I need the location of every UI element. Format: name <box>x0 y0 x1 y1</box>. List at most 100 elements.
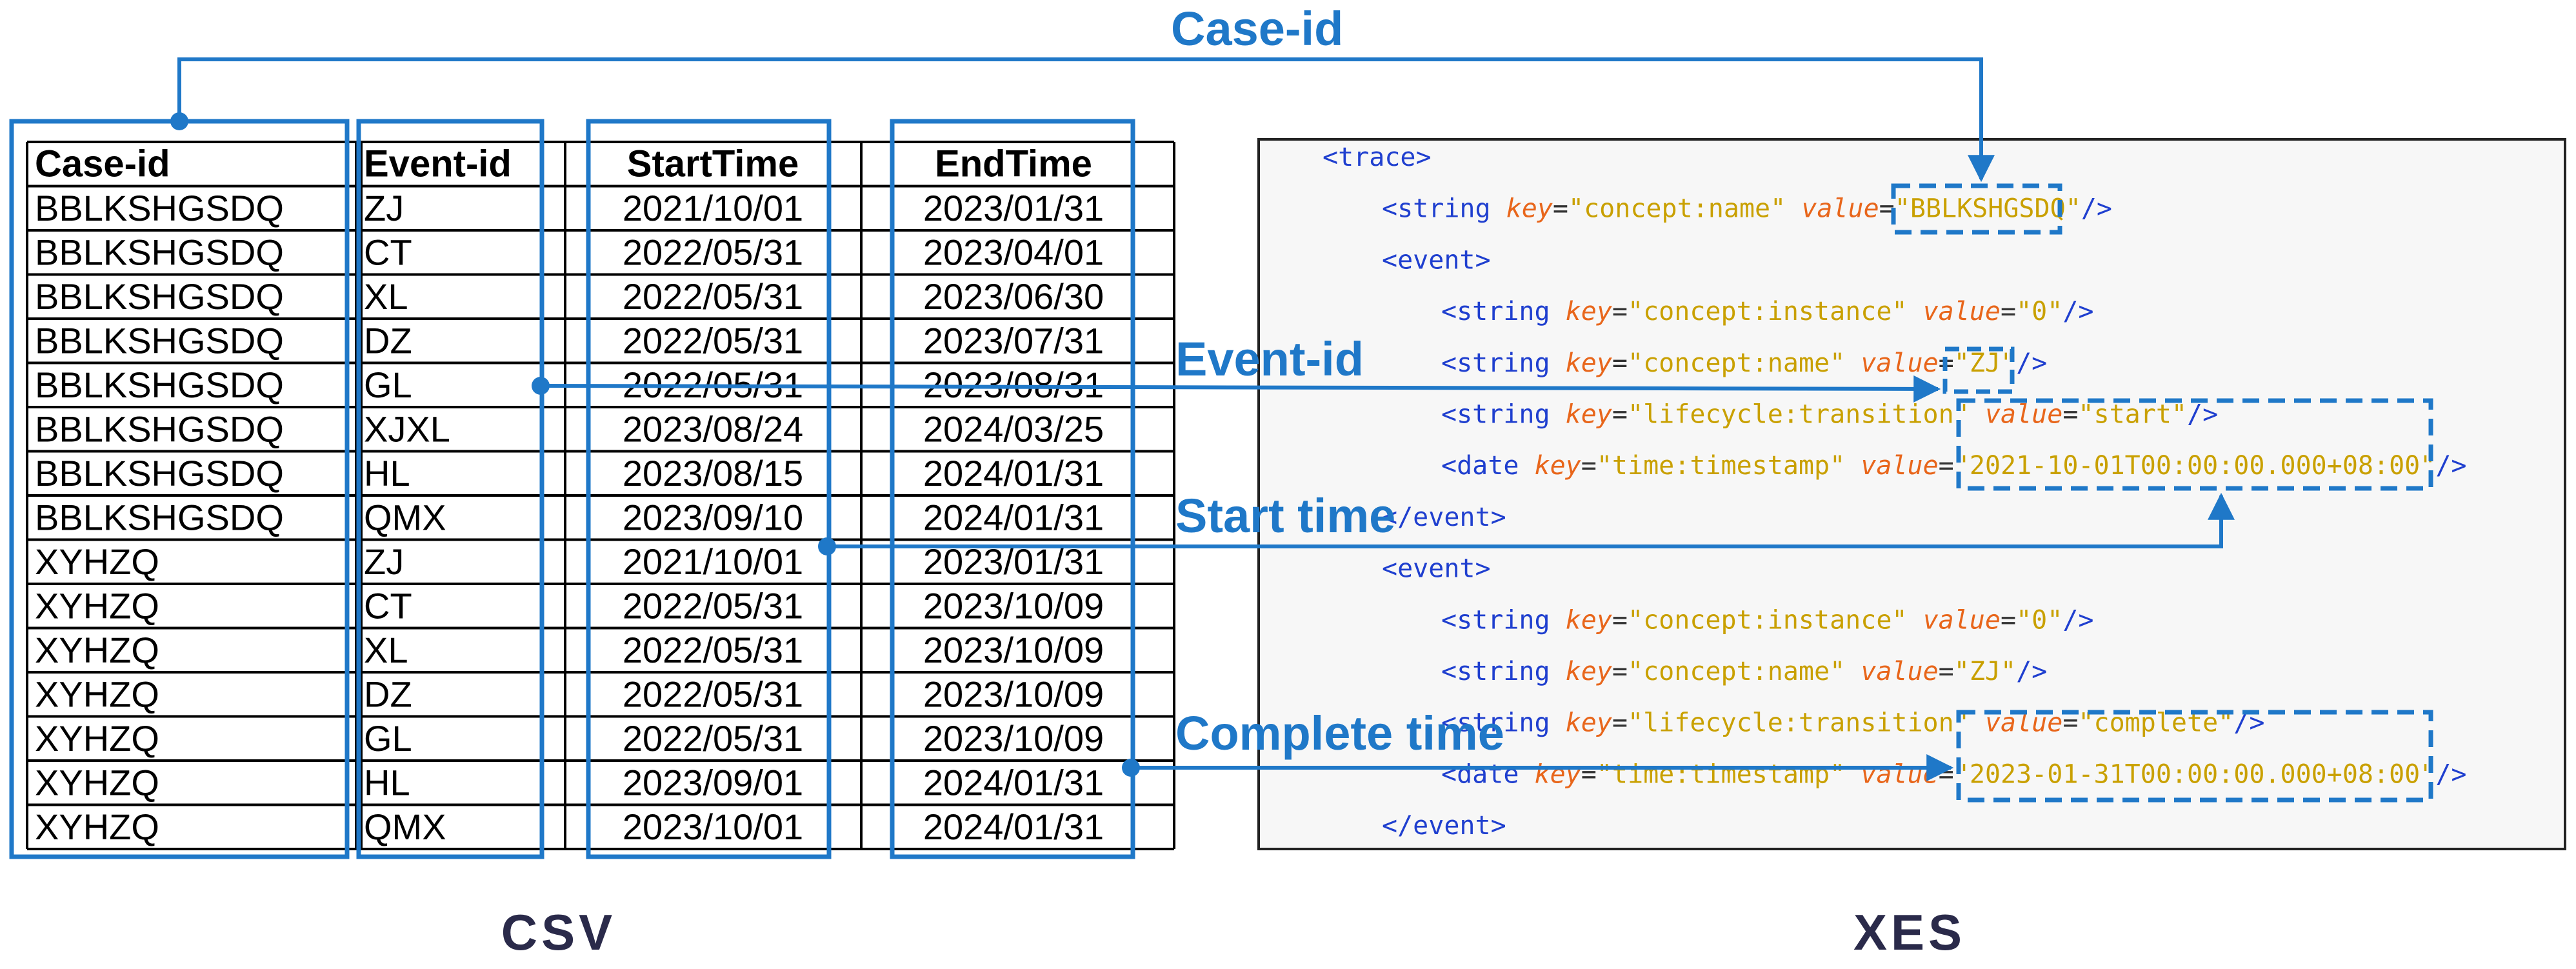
mapping-connectors <box>170 57 2235 781</box>
xes-token: key <box>1566 297 1612 326</box>
xes-token: "0" <box>2016 297 2062 326</box>
table-cell: HL <box>364 762 410 803</box>
xes-code-line: </event> <box>1382 503 1506 532</box>
table-cell: 2022/05/31 <box>623 630 803 670</box>
xes-token: <string <box>1441 348 1566 378</box>
table-cell: QMX <box>364 497 446 537</box>
xes-value-highlights <box>1891 183 2433 803</box>
endtime-column-highlight <box>890 119 1135 859</box>
xes-token: key <box>1566 348 1612 378</box>
xes-token: value <box>1801 194 1879 224</box>
table-cell: 2023/10/09 <box>923 718 1104 759</box>
table-header-cell: EndTime <box>935 143 1092 185</box>
xes-code-block: <trace><string key="concept:name" value=… <box>1323 143 2466 841</box>
xes-token: key <box>1566 657 1612 686</box>
xes-token: </event> <box>1382 811 1506 841</box>
xes-token: = <box>1612 605 1628 635</box>
xes-token: = <box>1612 400 1628 430</box>
start-timestamp-highlight <box>1956 398 2433 491</box>
xes-token: = <box>2001 297 2016 326</box>
xes-token: value <box>1985 400 2062 430</box>
table-cell: 2023/01/31 <box>923 188 1104 228</box>
xes-token: <string <box>1441 708 1566 738</box>
xes-token: /> <box>2435 451 2466 481</box>
table-cell: 2023/10/01 <box>623 806 803 847</box>
xes-token: "concept:name" <box>1568 194 1801 224</box>
xes-token: "ZJ" <box>1954 657 2016 686</box>
xes-token: = <box>2001 605 2016 635</box>
start-time-callout: Start time <box>1175 489 1395 543</box>
table-cell: 2023/04/01 <box>923 232 1104 272</box>
case-id-connector <box>177 57 1995 183</box>
xes-code-line: <string key="concept:instance" value="0"… <box>1441 297 2094 326</box>
xes-token: value <box>1861 657 1938 686</box>
table-cell: 2023/09/01 <box>623 762 803 803</box>
event-id-connector <box>540 375 1941 403</box>
xes-token: = <box>1553 194 1568 224</box>
xes-token: key <box>1535 759 1581 789</box>
table-cell: XYHZQ <box>35 541 159 582</box>
xes-code-line: <string key="lifecycle:transition" value… <box>1441 400 2218 430</box>
xes-token: <string <box>1441 605 1566 635</box>
xes-code-line: <event> <box>1382 554 1491 584</box>
table-cell: BBLKSHGSDQ <box>35 408 284 449</box>
table-cell: ZJ <box>364 541 404 582</box>
xes-token: <trace> <box>1323 143 1432 172</box>
xes-token: <event> <box>1382 245 1491 275</box>
table-cell: CT <box>364 232 412 272</box>
xes-token: value <box>1923 605 2001 635</box>
complete-time-connector-dot <box>1122 759 1140 777</box>
table-cell: XYHZQ <box>35 718 159 759</box>
table-cell: GL <box>364 365 412 405</box>
event-id-column-highlight <box>356 119 544 859</box>
column-highlights <box>9 119 1135 859</box>
table-cell: XYHZQ <box>35 585 159 626</box>
xes-token: key <box>1506 194 1553 224</box>
table-cell: BBLKSHGSDQ <box>35 320 284 361</box>
start-time-connector <box>827 492 2235 548</box>
table-cell: 2022/05/31 <box>623 674 803 714</box>
xes-token: value <box>1923 297 2001 326</box>
xes-token: /> <box>2016 657 2047 686</box>
table-header-cell: StartTime <box>627 143 799 185</box>
table-cell: BBLKSHGSDQ <box>35 232 284 272</box>
table-cell: XJXL <box>364 408 450 449</box>
xes-token: <date <box>1441 759 1535 789</box>
xes-token: "concept:name" <box>1628 657 1861 686</box>
table-cell: 2022/05/31 <box>623 585 803 626</box>
table-cell: 2024/01/31 <box>923 497 1104 537</box>
xes-code-line: </event> <box>1382 811 1506 841</box>
table-header-cell: Case-id <box>35 143 170 185</box>
xes-token: key <box>1566 605 1612 635</box>
xes-token: "concept:name" <box>1628 348 1861 378</box>
xes-token: /> <box>2062 605 2093 635</box>
complete-time-callout: Complete time <box>1175 706 1504 760</box>
xes-token: /> <box>2081 194 2112 224</box>
xes-token: <string <box>1441 400 1566 430</box>
xes-token: "lifecycle:transition" <box>1628 400 1985 430</box>
xes-code-line: <string key="concept:instance" value="0"… <box>1441 605 2094 635</box>
xes-token: "0" <box>2016 605 2062 635</box>
xes-code-line: <string key="concept:name" value="BBLKSH… <box>1382 194 2112 224</box>
xes-token: = <box>1612 297 1628 326</box>
case-id-callout: Case-id <box>1171 2 1343 55</box>
xes-token: = <box>1581 759 1597 789</box>
xes-token: <string <box>1441 297 1566 326</box>
xes-token: key <box>1566 400 1612 430</box>
table-cell: QMX <box>364 806 446 847</box>
xes-token: /> <box>2435 759 2466 789</box>
xes-token: "time:timestamp" <box>1597 451 1861 481</box>
table-cell: BBLKSHGSDQ <box>35 276 284 317</box>
table-cell: 2023/08/24 <box>623 408 803 449</box>
table-cell: 2024/01/31 <box>923 762 1104 803</box>
complete-timestamp-highlight <box>1956 710 2433 803</box>
table-cell: XL <box>364 276 408 317</box>
table-cell: 2024/03/25 <box>923 408 1104 449</box>
xes-token: "ZJ" <box>1954 348 2016 378</box>
xes-token: = <box>1612 348 1628 378</box>
xes-token: = <box>1939 759 1954 789</box>
xes-token: <event> <box>1382 554 1491 584</box>
xes-token: "lifecycle:transition" <box>1628 708 1985 738</box>
table-cell: GL <box>364 718 412 759</box>
